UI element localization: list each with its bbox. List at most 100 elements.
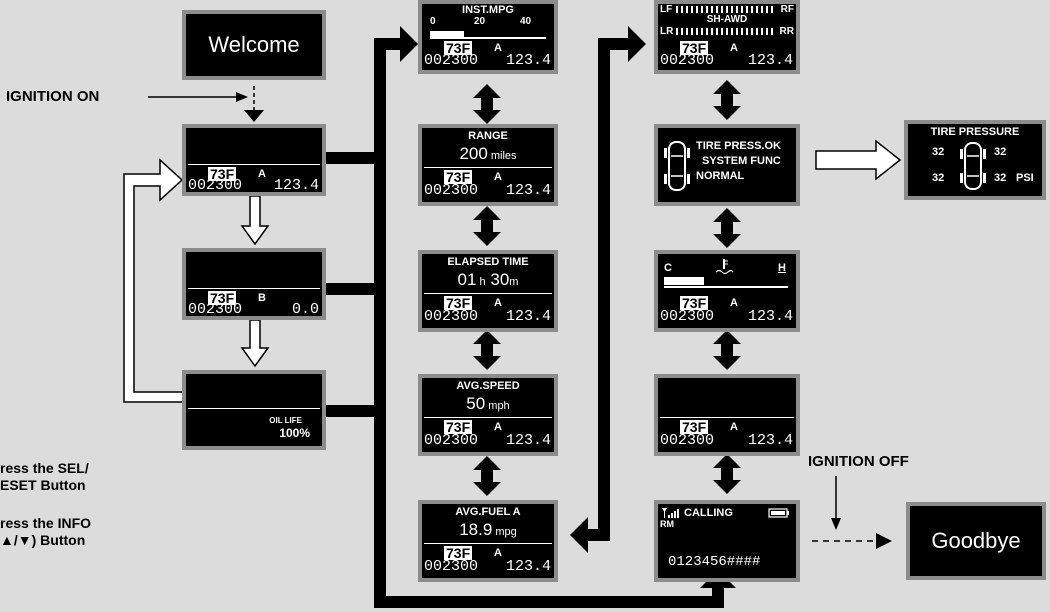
sel-reset-caption-line1: ress the SEL/ — [0, 460, 89, 476]
elapsed-m-unit: m — [509, 276, 519, 288]
tire-status-line2: SYSTEM FUNC — [702, 155, 781, 167]
elapsed-h-unit: h — [479, 276, 486, 288]
bus-to-col2 — [374, 38, 404, 50]
range-number: 200 — [459, 144, 488, 163]
tire-right-arrow — [815, 139, 902, 181]
elapsed-value: 01 h 30m — [422, 270, 554, 290]
tire-status-line1: TIRE PRESS.OK — [696, 140, 781, 152]
display-inst-mpg: INST.MPG 0 20 40 73F A 002300 123.4 — [418, 0, 558, 74]
bus-stub-1 — [326, 152, 376, 164]
tire-front-left: 32 — [932, 146, 945, 158]
ignition-off-head — [831, 518, 841, 530]
col2-col3-link-head — [570, 517, 588, 553]
trip-meter: 123.4 — [747, 308, 793, 325]
battery-icon — [768, 508, 789, 518]
mpg-tick: 0 — [430, 16, 436, 27]
odometer: 002300 — [188, 301, 243, 316]
awd-lr-label: LR — [660, 26, 674, 37]
trip-meter: 123.4 — [505, 52, 551, 69]
display-sh-awd: LF RF SH-AWD LR RR 73F A 002300 123.4 — [654, 0, 800, 74]
roaming-indicator: RM — [660, 519, 674, 529]
tire-status-line3: NORMAL — [696, 170, 745, 182]
trip-mode: A — [494, 421, 502, 433]
welcome-display: Welcome — [182, 10, 326, 80]
mpg-tick: 20 — [474, 16, 486, 27]
coolant-thermometer-icon — [715, 259, 734, 275]
range-unit: miles — [490, 150, 517, 162]
display-tire-pressure: TIRE PRESSURE 32 32 32 32 PSI — [904, 120, 1046, 200]
coolant-bar — [664, 277, 704, 285]
info-updown-arrow — [713, 330, 741, 370]
range-value: 200 miles — [422, 144, 554, 164]
trip-meter: 123.4 — [505, 432, 551, 449]
avg-fuel-value: 18.9 mpg — [422, 520, 554, 540]
col2-col3-link-top — [598, 38, 634, 50]
sel-reset-caption: ress the SEL/ ESET Button — [0, 460, 89, 494]
col2-col3-link-v — [598, 38, 610, 541]
trip-meter: 123.4 — [505, 558, 551, 575]
avg-fuel-unit: mpg — [495, 526, 517, 538]
display-trip-a: 73F A 002300 123.4 — [182, 124, 326, 196]
mpg-tick: 40 — [520, 16, 532, 27]
tire-rear-right: 32 — [994, 172, 1007, 184]
divider — [188, 164, 320, 165]
trip-mode: A — [494, 42, 502, 54]
avg-speed-number: 50 — [466, 394, 486, 413]
ignition-off-label: IGNITION OFF — [808, 453, 909, 470]
temperature-readout: 73F — [680, 419, 709, 435]
oil-life-value: 100% — [279, 426, 310, 440]
odometer: 002300 — [424, 432, 479, 449]
trip-mode: A — [494, 171, 502, 183]
divider — [188, 288, 320, 289]
elapsed-hours: 01 — [457, 270, 477, 289]
odometer: 002300 — [660, 432, 715, 449]
tire-rear-left: 32 — [932, 172, 945, 184]
awd-title: SH-AWD — [706, 14, 748, 25]
ignition-on-arrowhead — [236, 92, 248, 102]
display-avg-speed: AVG.SPEED 50 mph 73F A 002300 123.4 — [418, 374, 558, 456]
sel-down-arrow-2 — [240, 319, 270, 368]
trip-meter: 123.4 — [747, 52, 793, 69]
trip-mode: B — [258, 292, 266, 304]
display-oil-life: OIL LIFE 100% — [182, 370, 326, 450]
display-tire-status: TIRE PRESS.OK SYSTEM FUNC NORMAL — [654, 124, 800, 206]
awd-rr-label: RR — [779, 26, 794, 37]
awd-lf-label: LF — [660, 4, 673, 15]
awd-rf-label: RF — [780, 4, 794, 15]
signal-strength-icon — [662, 508, 679, 518]
info-caption-line1: ress the INFO — [0, 515, 92, 531]
avg-fuel-title: AVG.FUEL A — [455, 506, 521, 518]
ignition-down-arrowhead — [244, 110, 264, 122]
awd-rear-bar — [676, 28, 774, 35]
col2-col3-link-top-head — [628, 26, 646, 62]
info-updown-arrow — [713, 80, 741, 120]
info-updown-arrow — [473, 456, 501, 496]
trip-meter: 123.4 — [273, 177, 319, 192]
info-updown-arrow — [713, 454, 741, 494]
car-top-view-icon — [664, 141, 690, 191]
trip-meter: 123.4 — [505, 182, 551, 199]
goodbye-arrowhead — [876, 533, 892, 549]
odometer: 002300 — [424, 558, 479, 575]
temperature-readout: 73F — [680, 295, 709, 311]
trip-mode: A — [730, 297, 738, 309]
odometer: 002300 — [424, 308, 479, 325]
info-updown-arrow — [713, 208, 741, 248]
odometer: 002300 — [660, 308, 715, 325]
divider — [424, 293, 552, 294]
ignition-on-label: IGNITION ON — [6, 88, 100, 105]
range-title: RANGE — [468, 130, 508, 142]
odometer: 002300 — [424, 52, 479, 69]
temperature-readout: 73F — [680, 40, 709, 56]
avg-fuel-number: 18.9 — [459, 520, 493, 539]
divider — [188, 408, 320, 409]
temperature-readout: 73F — [444, 40, 473, 56]
tire-pressure-title: TIRE PRESSURE — [930, 126, 1020, 138]
odometer: 002300 — [188, 177, 243, 192]
avg-speed-unit: mph — [488, 400, 510, 412]
temperature-readout: 73F — [208, 166, 237, 182]
trip-meter: 123.4 — [747, 432, 793, 449]
welcome-text: Welcome — [186, 14, 322, 76]
temp-gauge-hot: H — [778, 262, 786, 274]
